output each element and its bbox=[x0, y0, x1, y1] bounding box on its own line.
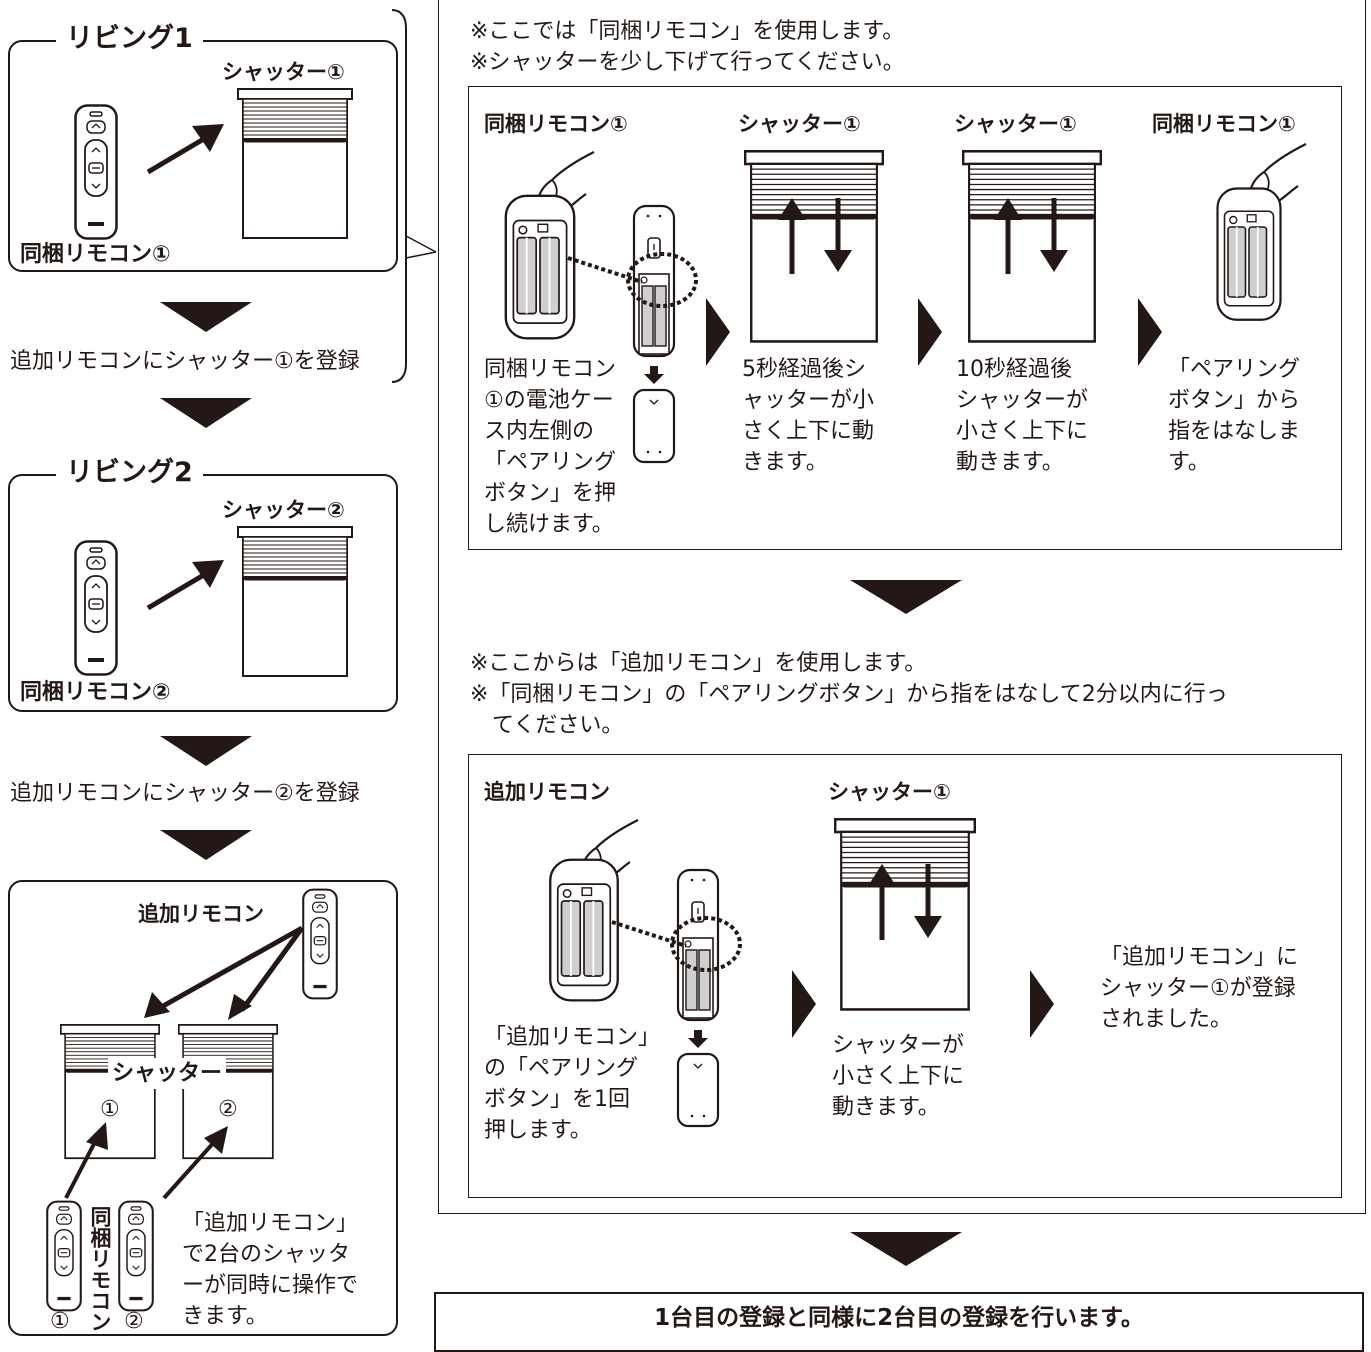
right-triangle-icon bbox=[918, 298, 942, 366]
down-triangle-icon bbox=[160, 736, 252, 766]
right-triangle-icon bbox=[706, 298, 730, 366]
panel2 bbox=[468, 754, 1342, 1198]
panel2-step3-desc: 「追加リモコン」にシャッター①が登録 されました。 bbox=[1100, 945, 1299, 1032]
living1-title: リビング1 bbox=[56, 22, 203, 56]
panel1-step3-label: シャッター① bbox=[954, 112, 1077, 136]
down-triangle-icon bbox=[160, 302, 252, 332]
dotted-callout-icon bbox=[611, 916, 742, 972]
up-down-arrows-icon bbox=[860, 862, 950, 942]
shutter-icon bbox=[237, 526, 353, 678]
result-shutter-label: シャッター bbox=[108, 1058, 227, 1089]
panel2-step1-desc: 「追加リモコン」の「ペアリング ボタン」を1回押します。 bbox=[484, 1025, 661, 1143]
living1-remote-label: 同梱リモコン① bbox=[20, 242, 171, 267]
panel2-step1-label: 追加リモコン bbox=[484, 780, 610, 804]
remote-icon bbox=[118, 1200, 154, 1312]
right-triangle-icon bbox=[1030, 970, 1054, 1038]
result-description: 「追加リモコン」 で2台のシャッタ ーが同時に操作で きます。 bbox=[182, 1211, 359, 1329]
step2-caption: 追加リモコンにシャッター②を登録 bbox=[10, 781, 360, 806]
result-frame bbox=[8, 880, 398, 1336]
panel1-step2-label: シャッター① bbox=[738, 112, 861, 136]
panel1-step3-desc: 10秒経過後シャッターが 小さく上下に動きます。 bbox=[956, 357, 1089, 475]
bundled-remote-label: 同梱リモコン bbox=[88, 1206, 112, 1332]
note2: ※ここからは「追加リモコン」を使用します。 ※「同梱リモコン」の「ペアリングボタ… bbox=[470, 651, 1228, 738]
note1: ※ここでは「同梱リモコン」を使用します。 ※シャッターを少し下げて行ってください… bbox=[470, 19, 905, 75]
remote1-number: ① bbox=[50, 1309, 70, 1334]
living1-shutter-label: シャッター① bbox=[222, 60, 345, 84]
living2-frame bbox=[8, 474, 398, 712]
living2-shutter-label: シャッター② bbox=[222, 498, 345, 522]
living2-title: リビング2 bbox=[56, 456, 203, 490]
panel1-step4-desc: 「ペアリングボタン」から 指をはなします。 bbox=[1168, 357, 1301, 475]
right-outer-frame bbox=[438, 0, 1366, 1214]
living1-frame bbox=[8, 40, 398, 272]
up-down-arrows-icon bbox=[770, 196, 860, 276]
panel1 bbox=[468, 86, 1342, 550]
connector-bracket bbox=[391, 9, 437, 383]
remote-battery-open-icon bbox=[1214, 180, 1284, 330]
remote-icon bbox=[74, 540, 118, 676]
living2-remote-label: 同梱リモコン② bbox=[20, 680, 171, 705]
down-triangle-icon bbox=[160, 398, 252, 428]
shutter2-number: ② bbox=[218, 1097, 238, 1122]
panel1-step2-desc: 5秒経過後シャッターが小 さく上下に動きます。 bbox=[742, 357, 875, 475]
shutter-icon bbox=[237, 88, 353, 240]
up-down-arrows-icon bbox=[986, 196, 1076, 276]
panel1-step1-label: 同梱リモコン① bbox=[484, 112, 628, 136]
panel2-step2-label: シャッター① bbox=[828, 780, 951, 804]
dotted-callout-icon bbox=[567, 252, 698, 308]
right-triangle-icon bbox=[1138, 298, 1162, 366]
panel1-step4-label: 同梱リモコン① bbox=[1152, 112, 1296, 136]
bottom-box-text: 1台目の登録と同様に2台目の登録を行います。 bbox=[654, 1305, 1144, 1331]
arrow-icon bbox=[64, 1122, 228, 1200]
arrow-icon bbox=[144, 925, 305, 1020]
remote-icon bbox=[74, 104, 118, 240]
arrow-icon bbox=[146, 560, 224, 611]
remote-icon bbox=[46, 1200, 82, 1312]
down-triangle-icon bbox=[160, 830, 252, 860]
down-triangle-icon bbox=[850, 580, 962, 614]
shutter1-number: ① bbox=[100, 1097, 120, 1122]
right-triangle-icon bbox=[792, 970, 816, 1038]
panel2-step2-desc: シャッターが小さく上下に 動きます。 bbox=[832, 1033, 965, 1120]
step1-caption: 追加リモコンにシャッター①を登録 bbox=[10, 349, 360, 374]
down-triangle-icon bbox=[850, 1232, 962, 1266]
arrow-icon bbox=[146, 124, 224, 175]
remote2-number: ② bbox=[124, 1309, 144, 1334]
result-added-remote-label: 追加リモコン bbox=[138, 902, 264, 926]
